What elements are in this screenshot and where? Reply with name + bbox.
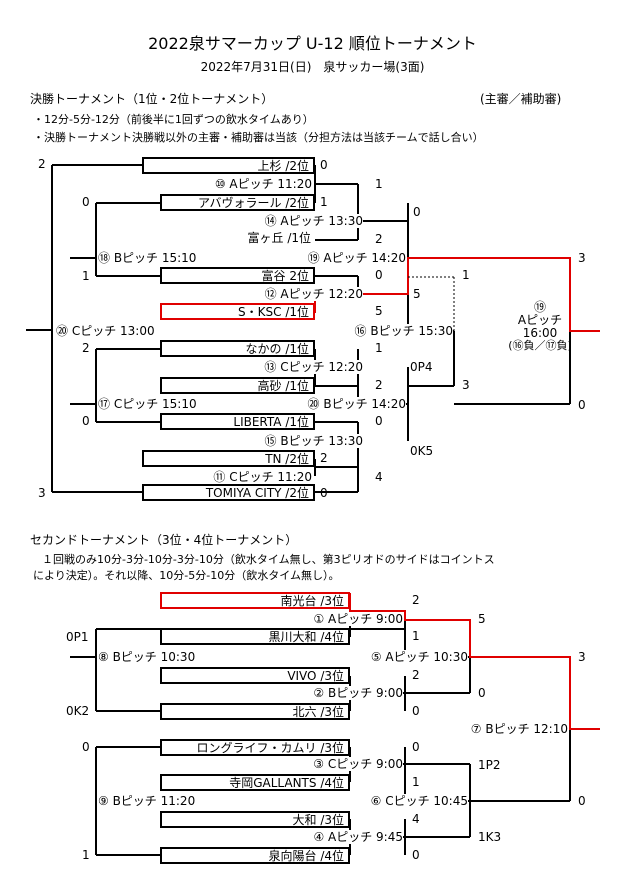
score: 5 (478, 612, 486, 626)
score: 1 (462, 268, 470, 282)
score: 4 (412, 812, 420, 826)
team-box: ロングライフ・カムリ /3位 (160, 739, 350, 756)
match-label: ⑳ Cピッチ 13:00 (56, 324, 155, 338)
match-label: ⑦ Bピッチ 12:10 (460, 722, 568, 736)
second-note-2: により決定）。それ以降、10分-5分-10分（飲水タイム無し）。 (33, 569, 340, 582)
team-box: 泉向陽台 /4位 (160, 847, 350, 864)
score: 2 (412, 593, 420, 607)
second-note-1: １回戦のみ10分-3分-10分-3分-10分（飲水タイム無し、第3ピリオドのサイ… (42, 553, 495, 566)
score: 3 (578, 650, 586, 664)
score: 0 (375, 414, 383, 428)
score: 0 (375, 268, 383, 282)
team-box: TN /2位 (142, 450, 315, 467)
team-box: なかの /1位 (160, 340, 315, 357)
team-box: 富谷 2位 (160, 267, 315, 284)
score: 0K2 (66, 704, 90, 718)
score: 2 (375, 378, 383, 392)
score: 2 (38, 157, 46, 171)
score: 1 (375, 177, 383, 191)
score: 0 (412, 848, 420, 862)
team-box: 寺岡GALLANTS /4位 (160, 774, 350, 791)
team-box-winner: 南光台 /3位 (160, 592, 350, 609)
team-box: アバヴォラール /2位 (160, 194, 315, 211)
score: 0 (320, 158, 328, 172)
match-label: ⑮ Bピッチ 13:30 (250, 434, 363, 448)
page-title: 2022泉サマーカップ U-12 順位トーナメント (148, 34, 477, 53)
score: 0 (412, 704, 420, 718)
score: 5 (413, 287, 421, 301)
match-label: ⑯ Bピッチ 15:30 (335, 324, 453, 338)
match-label: ⑪ Cピッチ 11:20 (200, 470, 312, 484)
score: 1 (412, 629, 420, 643)
match-label: ⑱ Bピッチ 15:10 (98, 251, 197, 265)
match-label: ⑩ Aピッチ 11:20 (200, 177, 312, 191)
team-box-winner: S・KSC /1位 (160, 303, 315, 320)
second-heading: セカンドトーナメント（3位・4位トーナメント） (30, 533, 298, 547)
score: 0 (413, 205, 421, 219)
team-box: 高砂 /1位 (160, 377, 315, 394)
team-box: 黒川大和 /4位 (160, 628, 350, 645)
score: 0 (82, 195, 90, 209)
match-label: ③ Cピッチ 9:00 (250, 757, 403, 771)
match-label: ② Bピッチ 9:00 (250, 686, 403, 700)
score: 0P4 (410, 360, 433, 374)
match-label: ⑬ Cピッチ 12:20 (250, 360, 363, 374)
final-note-2: ・決勝トーナメント決勝戦以外の主審・補助審は当該（分担方法は当該チームで話し合い… (33, 131, 484, 144)
team-box: 大和 /3位 (160, 811, 350, 828)
team-box: LIBERTA /1位 (160, 413, 315, 430)
match-label: ⑥ Cピッチ 10:45 (300, 794, 468, 808)
score: 0 (82, 740, 90, 754)
score: 0P1 (66, 630, 89, 644)
score: 1 (82, 269, 90, 283)
match-label: ⑫ Aピッチ 12:20 (250, 287, 363, 301)
page-subtitle: 2022年7月31日(日) 泉サッカー場(3面) (200, 60, 425, 74)
final-match-no: ⑲ (533, 300, 546, 314)
score: 0 (412, 740, 420, 754)
match-label: ⑰ Cピッチ 15:10 (98, 397, 197, 411)
score: 3 (578, 251, 586, 265)
score: 4 (375, 470, 383, 484)
score: 2 (375, 232, 383, 246)
match-label: ⑭ Aピッチ 13:30 (250, 214, 363, 228)
match-label: ⑳ Bピッチ 14:20 (290, 397, 406, 411)
score: 2 (412, 668, 420, 682)
final-match-time: 16:00 (522, 326, 558, 340)
score: 1 (375, 341, 383, 355)
score: 2 (82, 341, 90, 355)
match-label: ⑧ Bピッチ 10:30 (98, 650, 196, 664)
score: 1P2 (478, 758, 501, 772)
score: 5 (375, 304, 383, 318)
final-note-1: ・12分-5分-12分（前後半に1回ずつの飲水タイムあり） (33, 113, 314, 126)
score: 0 (82, 414, 90, 428)
match-label: ① Aピッチ 9:00 (250, 612, 403, 626)
team-box: 富ヶ丘 /1位 (160, 231, 315, 248)
match-label: ⑨ Bピッチ 11:20 (98, 794, 196, 808)
match-label: ④ Aピッチ 9:45 (250, 830, 403, 844)
score: 0 (478, 686, 486, 700)
score: 1 (320, 195, 328, 209)
match-label: ⑤ Aピッチ 10:30 (300, 650, 468, 664)
score: 0 (578, 398, 586, 412)
score: 3 (38, 486, 46, 500)
score: 0K5 (410, 444, 434, 458)
referee-note: (主審／補助審) (480, 92, 562, 106)
team-box: VIVO /3位 (160, 667, 350, 684)
team-box: 北六 /3位 (160, 703, 350, 720)
final-heading: 決勝トーナメント（1位・2位トーナメント） (30, 92, 274, 106)
final-match-pitch: Aピッチ (517, 313, 563, 327)
team-box: 上杉 /2位 (142, 157, 315, 174)
match-label: ⑲ Aピッチ 14:20 (300, 251, 406, 265)
score: 0 (320, 486, 328, 500)
score: 3 (462, 378, 470, 392)
team-box: TOMIYA CITY /2位 (142, 484, 315, 501)
score: 1K3 (478, 830, 502, 844)
score: 1 (82, 848, 90, 862)
final-match-cond: (⑯負／⑰負) (508, 339, 572, 352)
score: 1 (412, 775, 420, 789)
score: 0 (578, 794, 586, 808)
score: 2 (320, 451, 328, 465)
